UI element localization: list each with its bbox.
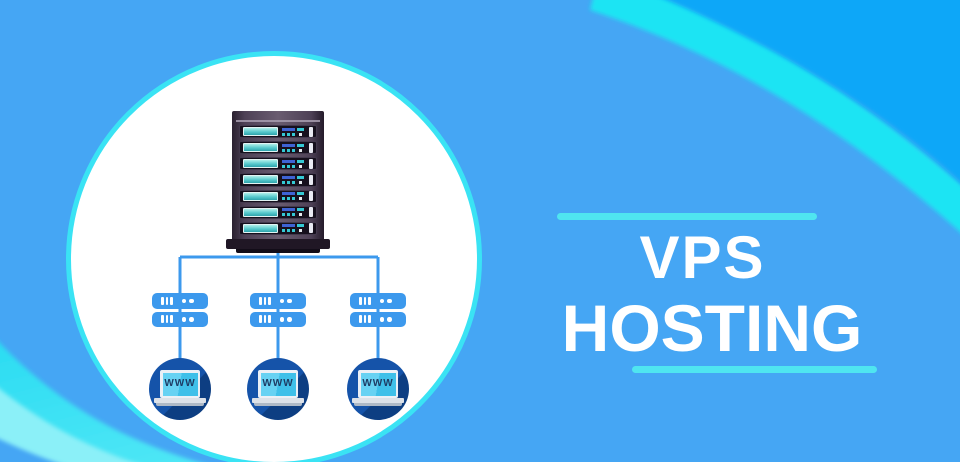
drive-bay <box>243 159 278 169</box>
server-bar <box>250 293 306 309</box>
laptop-lid: WWW <box>258 370 298 398</box>
vent-slot <box>309 191 313 202</box>
laptop-base <box>352 398 404 403</box>
laptop-screen: WWW <box>162 372 198 396</box>
server-bar <box>350 311 406 327</box>
laptop-screen: WWW <box>260 372 296 396</box>
laptop-lid: WWW <box>160 370 200 398</box>
top-right-corner <box>666 0 960 183</box>
drive-bay <box>243 175 278 185</box>
title-accent-line-top <box>557 213 817 220</box>
www-label: WWW <box>362 378 394 389</box>
drive-bay <box>243 127 278 137</box>
drive-bay <box>243 207 278 217</box>
rack-unit <box>239 157 317 171</box>
server-bar <box>350 293 406 309</box>
server-bar <box>152 293 208 309</box>
banner-title-line1: VPS <box>639 224 766 291</box>
rack-unit <box>239 205 317 219</box>
mini-server-icon <box>350 293 406 327</box>
drive-bay <box>243 191 278 201</box>
mini-server-icon <box>250 293 306 327</box>
www-label: WWW <box>262 378 294 389</box>
rack-unit <box>239 141 317 155</box>
laptop-base-shadow <box>354 403 402 406</box>
vent-slot <box>309 174 313 185</box>
server-rack-icon <box>232 111 324 241</box>
vent-slot <box>309 223 313 234</box>
mini-server-icon <box>152 293 208 327</box>
vent-slot <box>309 126 313 137</box>
bottom-left-corner <box>0 439 55 462</box>
laptop-lid: WWW <box>358 370 398 398</box>
laptop-base-shadow <box>156 403 204 406</box>
laptop-base <box>154 398 206 403</box>
vent-slot <box>309 142 313 153</box>
laptop-screen: WWW <box>360 372 396 396</box>
rack-units <box>239 125 317 235</box>
www-label: WWW <box>164 378 196 389</box>
laptop-icon: WWW <box>347 358 409 420</box>
server-bar <box>250 311 306 327</box>
rack-unit <box>239 221 317 235</box>
rack-base <box>226 239 330 249</box>
rack-base-shadow <box>236 249 320 253</box>
vent-slot <box>309 207 313 218</box>
rack-unit <box>239 189 317 203</box>
vent-slot <box>309 158 313 169</box>
rack-unit <box>239 125 317 139</box>
rack-unit <box>239 173 317 187</box>
server-bar <box>152 311 208 327</box>
laptop-icon: WWW <box>149 358 211 420</box>
banner-title-line2: HOSTING <box>561 291 863 365</box>
drive-bay <box>243 223 278 233</box>
drive-bay <box>243 143 278 153</box>
laptop-icon: WWW <box>247 358 309 420</box>
rack-top-trim <box>236 120 320 122</box>
bottom-left-wave-light <box>0 388 133 462</box>
laptop-base <box>252 398 304 403</box>
title-accent-line-bottom <box>632 366 877 373</box>
laptop-base-shadow <box>254 403 302 406</box>
